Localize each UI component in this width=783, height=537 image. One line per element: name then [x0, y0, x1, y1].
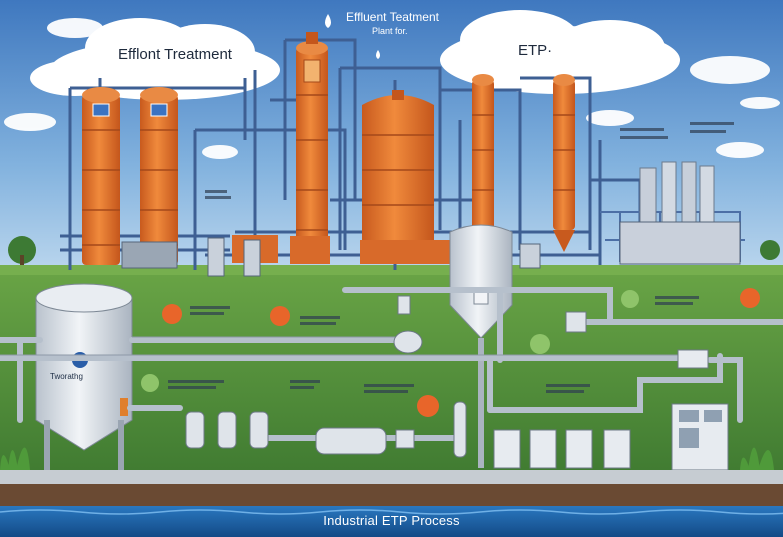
- cloud-left: [30, 18, 280, 100]
- pump-units: [185, 295, 587, 458]
- orange-tank-3: [296, 32, 328, 263]
- trees: [8, 236, 780, 273]
- status-markers: [141, 288, 760, 417]
- orange-tank-6: [553, 74, 575, 252]
- tank-label: Tworathg: [50, 372, 83, 381]
- orange-tank-5: [472, 74, 494, 240]
- orange-tank-2: [140, 87, 178, 265]
- cloud-right-label: ETP·: [518, 42, 553, 59]
- header-title: Effluent Teatment: [346, 10, 439, 24]
- header-subtitle: Plant for.: [372, 26, 408, 36]
- ground-strip: [0, 470, 783, 484]
- plants: [0, 447, 774, 470]
- orange-tank-1: [82, 87, 120, 265]
- cloud-left-label: Efflont Treatment: [118, 46, 232, 63]
- water-drop-icon-2: [376, 50, 380, 59]
- process-pipes: [0, 287, 783, 441]
- cloud-right: [440, 10, 680, 94]
- orange-tank-4: [362, 90, 434, 254]
- bottom-caption: Industrial ETP Process: [323, 513, 460, 528]
- info-blocks: [168, 122, 734, 393]
- water-drop-icon: [325, 14, 331, 28]
- distillation-columns: [619, 161, 741, 265]
- cloud-small: [4, 18, 780, 159]
